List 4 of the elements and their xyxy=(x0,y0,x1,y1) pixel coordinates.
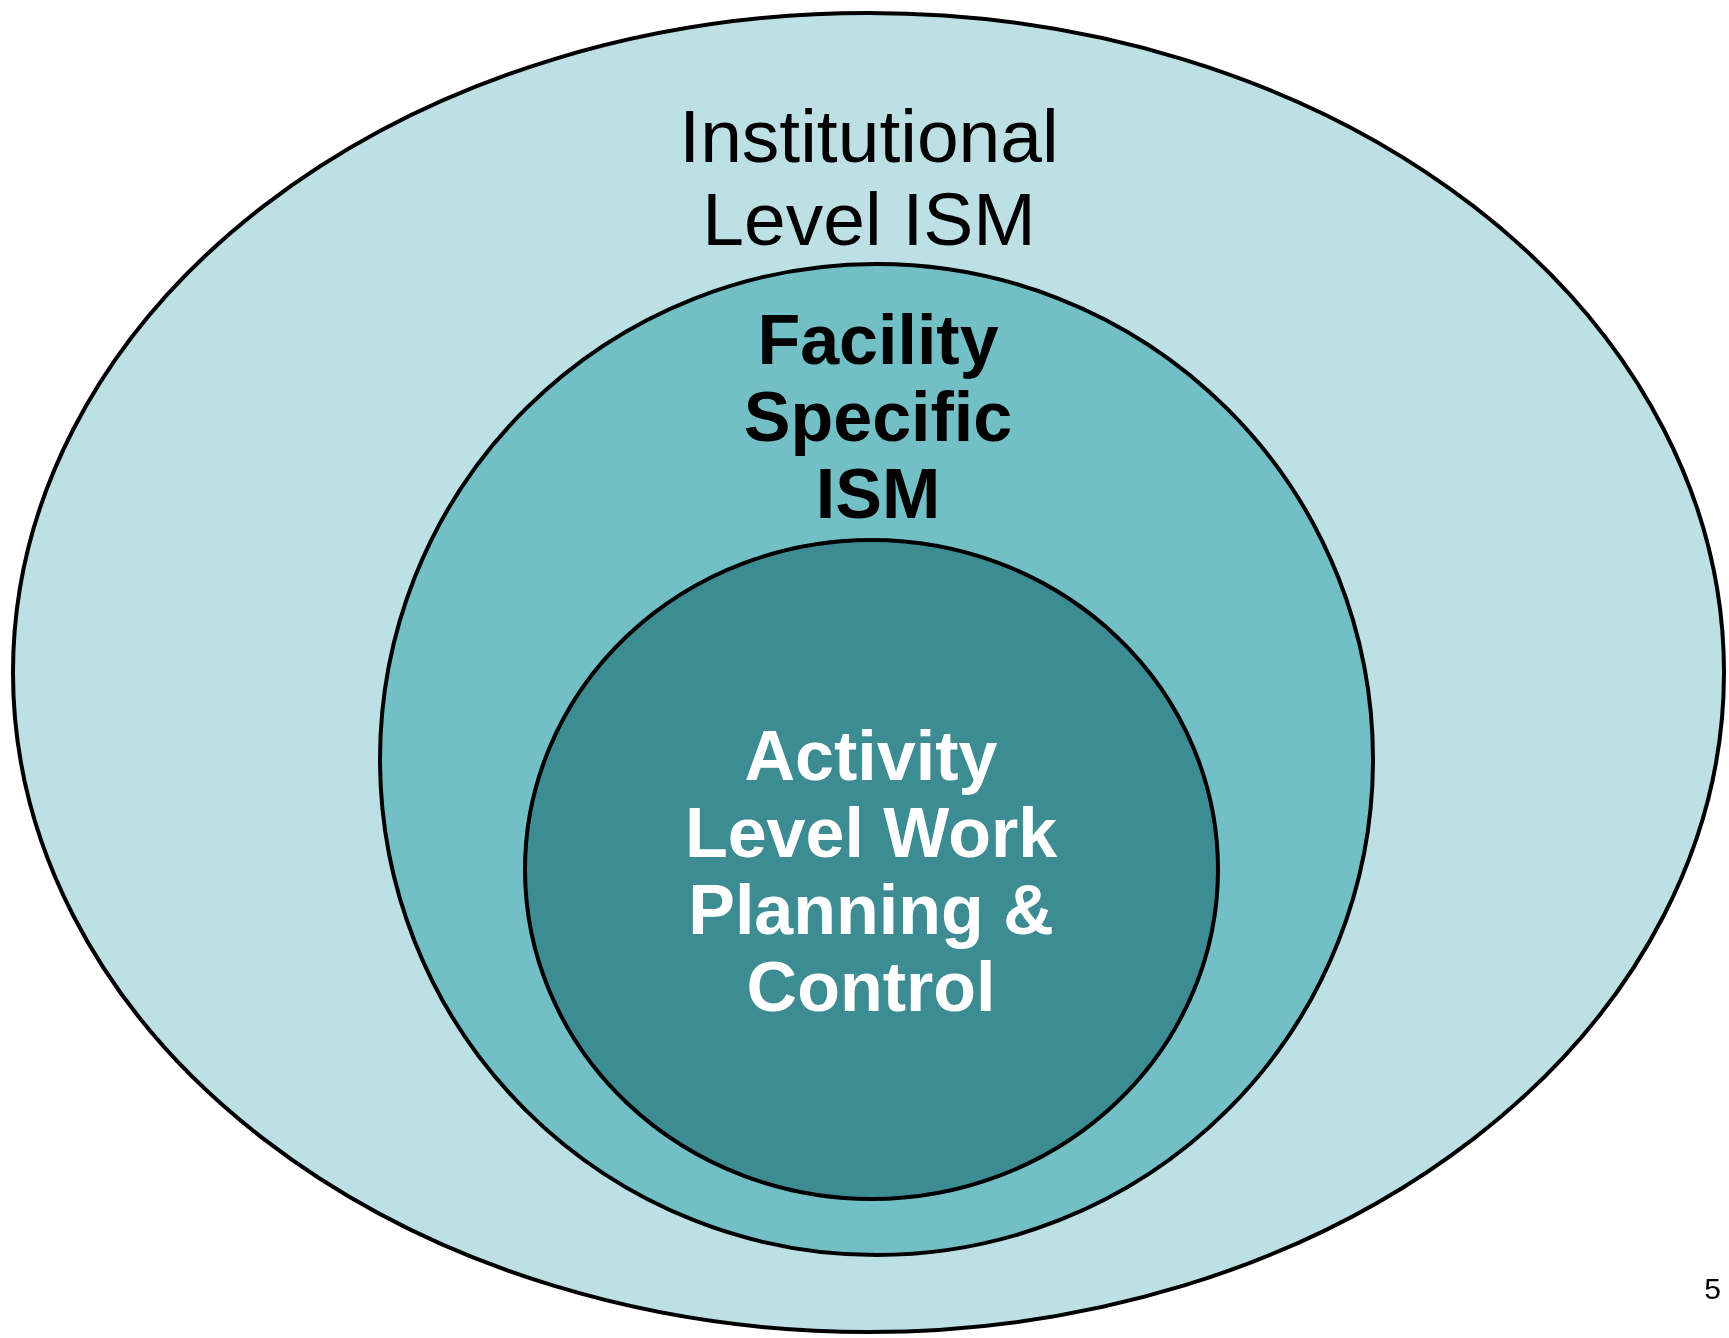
ellipse-label: Institutional Level ISM xyxy=(678,95,1060,260)
page-number: 5 xyxy=(1704,1272,1721,1306)
ellipse-label: Activity Level Work Planning & Control xyxy=(683,718,1059,1026)
ellipse-label: Facility Specific ISM xyxy=(742,302,1014,533)
